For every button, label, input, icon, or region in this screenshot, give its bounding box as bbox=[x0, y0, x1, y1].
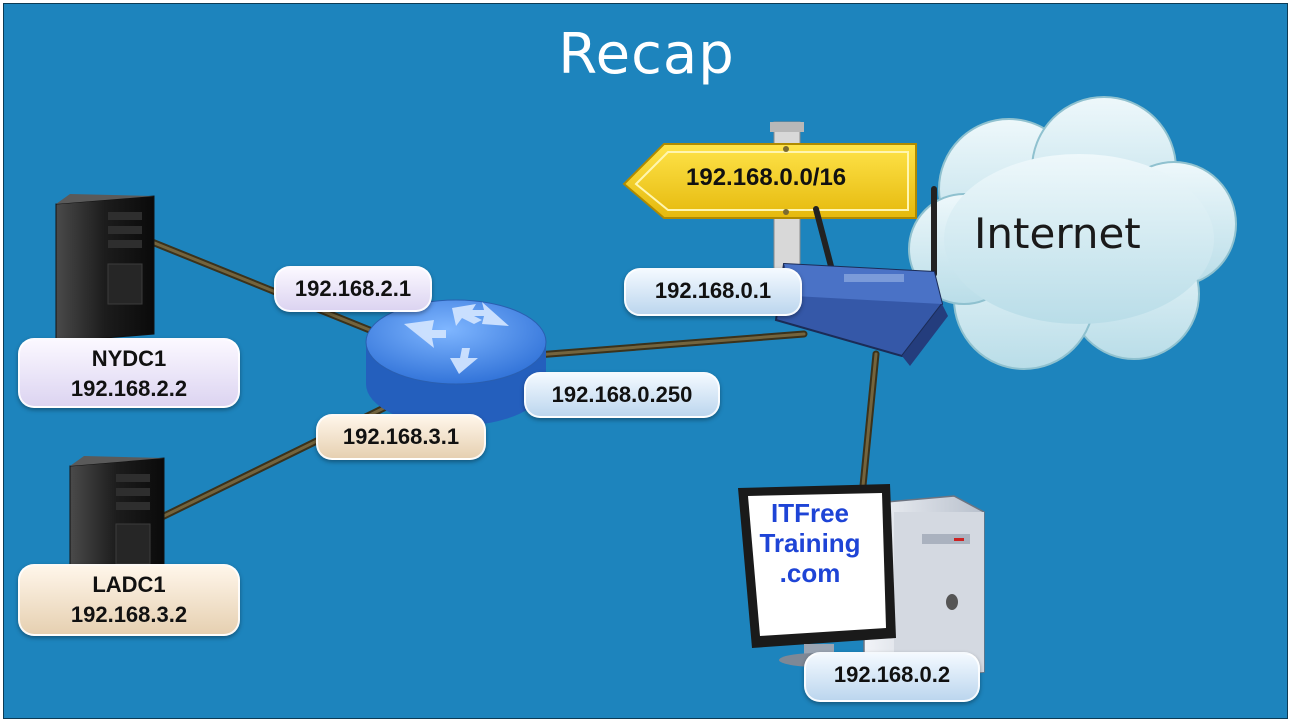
desktop-computer-icon bbox=[738, 484, 985, 681]
route-signpost bbox=[622, 121, 917, 275]
server-tower-icon bbox=[55, 194, 155, 343]
brand-line: .com bbox=[779, 558, 841, 588]
internet-cloud bbox=[908, 96, 1237, 370]
brand-line: Training bbox=[759, 528, 861, 558]
server-ladc1-label: LADC1 192.168.3.2 bbox=[18, 564, 240, 636]
router-ny-interface-label: 192.168.2.1 bbox=[274, 266, 432, 312]
server-ip: 192.168.3.2 bbox=[70, 602, 188, 627]
brand-line: ITFree bbox=[770, 498, 850, 528]
brand-screen-text: ITFree Training .com bbox=[740, 498, 880, 588]
router-wan-interface-label: 192.168.0.250 bbox=[524, 372, 720, 418]
router-icon bbox=[365, 299, 547, 426]
internet-label: Internet bbox=[974, 209, 1141, 258]
router-la-interface-label: 192.168.3.1 bbox=[316, 414, 486, 460]
gateway-ip-label: 192.168.0.1 bbox=[624, 268, 802, 316]
server-name: NYDC1 bbox=[91, 346, 167, 371]
server-ip: 192.168.2.2 bbox=[70, 376, 188, 401]
diagram-canvas bbox=[55, 96, 1237, 681]
server-name: LADC1 bbox=[92, 572, 166, 597]
route-sign-label: 192.168.0.0/16 bbox=[686, 164, 847, 191]
server-nydc1-label: NYDC1 192.168.2.2 bbox=[18, 338, 240, 408]
server-tower-icon bbox=[69, 456, 165, 595]
client-ip-label: 192.168.0.2 bbox=[804, 652, 980, 702]
slide-title: Recap bbox=[558, 22, 735, 87]
slide: Recap Internet 192.168.0.0/16 ITFree Tra… bbox=[3, 3, 1288, 719]
